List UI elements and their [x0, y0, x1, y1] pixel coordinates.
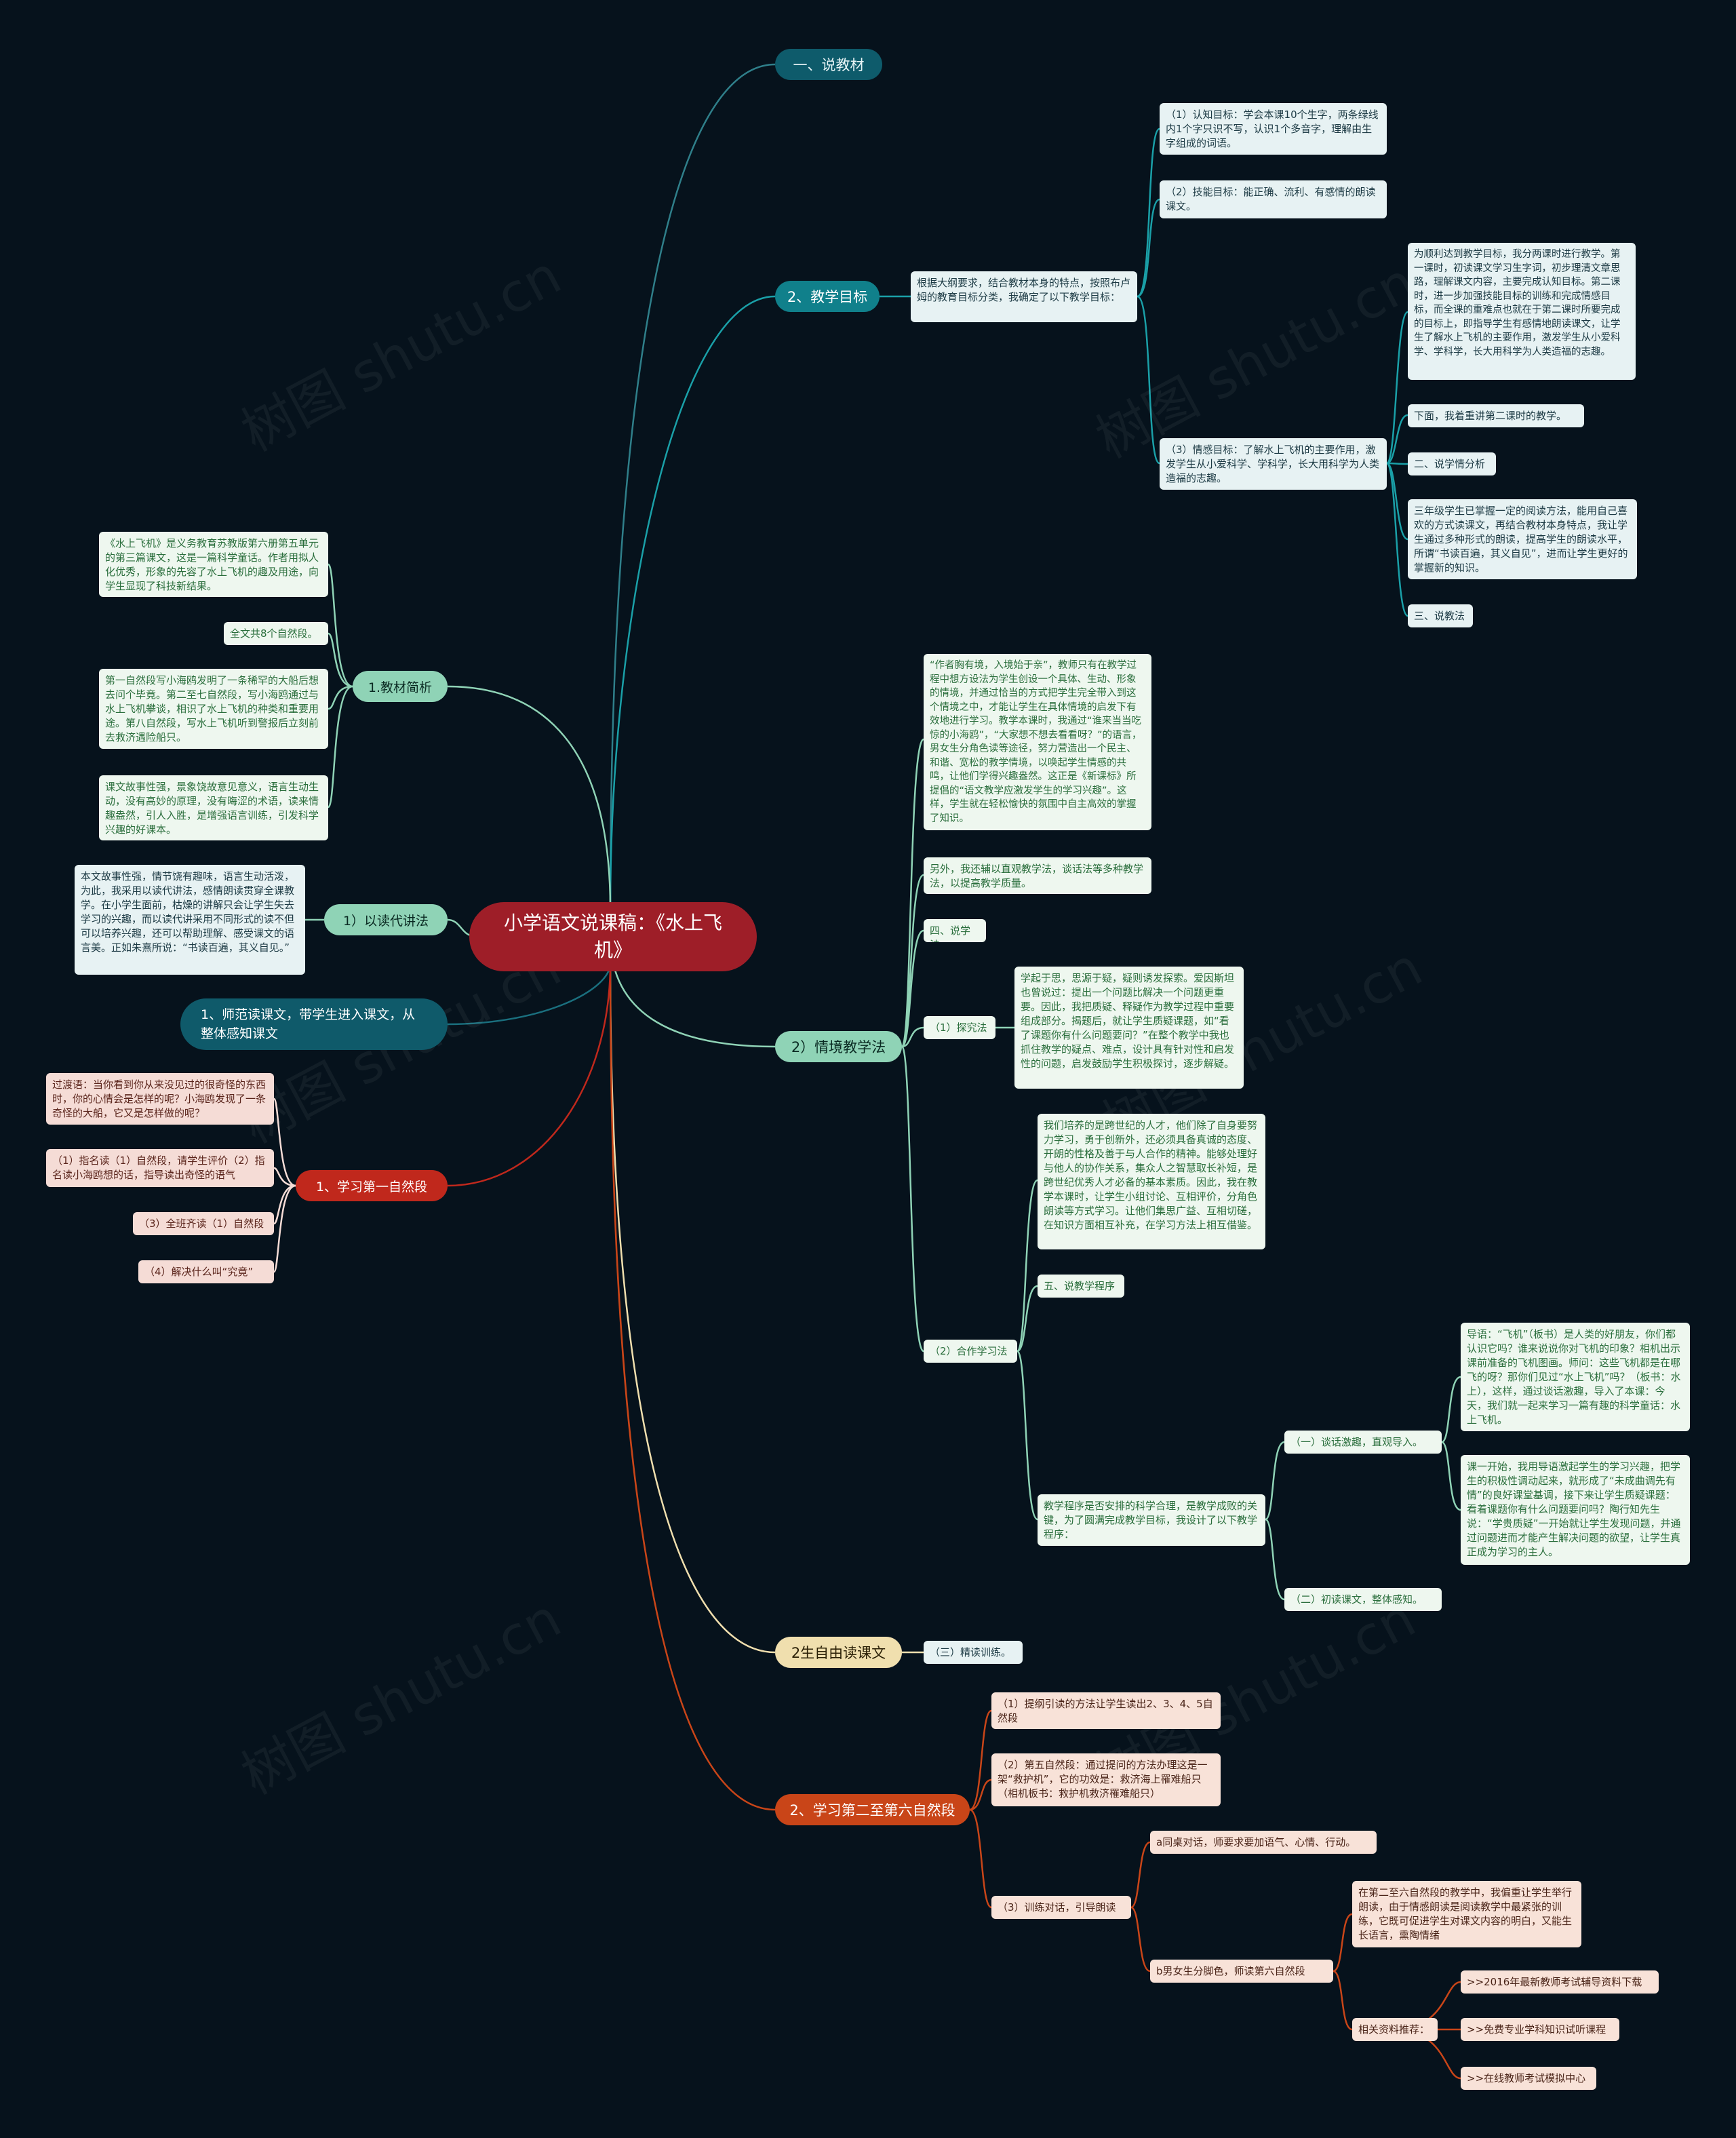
cooperative-method: （2）合作学习法: [924, 1340, 1017, 1363]
branch-model-reading[interactable]: 1、师范读课文，带学生进入课文，从整体感知课文: [180, 998, 448, 1050]
teaching-method-heading: 三、说教法: [1408, 604, 1473, 627]
procedure-step-2: （二）初读课文，整体感知。: [1284, 1588, 1442, 1611]
goal-cognitive: （1）认知目标：学会本课10个生字，两条绿线内1个字只识不写，认识1个多音字，理…: [1160, 103, 1387, 155]
other-methods-text: 另外，我还辅以直观教学法，谈话法等多种教学法，以提高教学质量。: [924, 857, 1151, 894]
material-analysis-2: 全文共8个自然段。: [224, 622, 328, 645]
goals-intro: 根据大纲要求，结合教材本身的特点，按照布卢姆的教育目标分类，我确定了以下教学目标…: [911, 271, 1137, 322]
first-paragraph-step-1-2: （1）指名读（1）自然段，请学生评价（2）指名读小海鸥想的话，指导读出奇怪的语气: [46, 1149, 274, 1187]
branch-read-instead-of-lecture[interactable]: 1）以读代讲法: [324, 904, 448, 935]
inquiry-method-text: 学起于思，思源于疑，疑则诱发探索。爱因斯坦也曾说过：提出一个问题比解决一个问题更…: [1014, 967, 1244, 1089]
branch-paragraphs-2-6[interactable]: 2、学习第二至第六自然段: [775, 1794, 970, 1825]
branch-first-paragraph[interactable]: 1、学习第一自然段: [296, 1170, 448, 1201]
related-resources: 相关资料推荐：: [1352, 2018, 1438, 2041]
teaching-procedure-text: 教学程序是否安排的科学合理，是教学成败的关键，为了圆满完成教学目标，我设计了以下…: [1038, 1494, 1265, 1546]
root-topic[interactable]: 小学语文说课稿：《水上飞机》: [469, 902, 757, 971]
intensive-reading: （三）精读训练。: [924, 1641, 1023, 1664]
situational-method-text: “作者胸有境，入境始于亲”，教师只有在教学过程中想方设法为学生创设一个具体、生动…: [924, 654, 1151, 830]
learning-analysis-text: 三年级学生已掌握一定的阅读方法，能用自己喜欢的方式读课文，再结合教材本身特点，我…: [1408, 499, 1637, 579]
first-paragraph-step-3: （3）全班齐读（1）自然段: [133, 1212, 274, 1235]
branch-situational-method[interactable]: 2）情境教学法: [775, 1031, 902, 1062]
procedure-step-1: （一）谈话激趣，直观导入。: [1284, 1431, 1442, 1454]
resource-link-2[interactable]: >>免费专业学科知识试听课程: [1461, 2018, 1619, 2041]
branch-material-analysis[interactable]: 1.教材简析: [353, 671, 448, 702]
branch-free-reading[interactable]: 2生自由读课文: [775, 1637, 902, 1668]
first-paragraph-transition: 过渡语：当你看到你从来没见过的很奇怪的东西时，你的心情会是怎样的呢？小海鸥发现了…: [46, 1073, 274, 1125]
outline-reading: （1）提纲引读的方法让学生读出2、3、4、5自然段: [991, 1692, 1221, 1729]
learning-method-heading: 四、说学法: [924, 919, 986, 942]
role-reading: b男女生分脚色，师读第六自然段: [1150, 1960, 1333, 1983]
resource-link-1[interactable]: >>2016年最新教师考试辅导资料下载: [1461, 1970, 1659, 1994]
learning-analysis-heading: 二、说学情分析: [1408, 452, 1496, 475]
second-lesson-note: 下面，我着重讲第二课时的教学。: [1408, 404, 1584, 427]
resource-link-3[interactable]: >>在线教师考试模拟中心: [1461, 2067, 1596, 2090]
inquiry-method: （1）探究法: [924, 1016, 995, 1039]
fifth-paragraph: （2）第五自然段：通过提问的方法办理这是一架“救护机”，它的功效是：救济海上罹难…: [991, 1753, 1221, 1806]
reading-emphasis-text: 在第二至六自然段的教学中，我偏重让学生举行朗读，由于情感朗读是阅读教学中最紧张的…: [1352, 1881, 1581, 1947]
material-analysis-4: 课文故事性强，景象饶故意见意义，语言生动生动，没有高妙的原理，没有晦涩的术语，读…: [99, 775, 328, 840]
read-method-text: 本文故事性强，情节饶有趣味，语言生动活泼，为此，我采用以读代讲法，感情朗读贯穿全…: [75, 865, 305, 975]
material-analysis-3: 第一自然段写小海鸥发明了一条稀罕的大船后想去问个毕竟。第二至七自然段，写小海鸥通…: [99, 669, 328, 749]
cooperative-method-text: 我们培养的是跨世纪的人才，他们除了自身要努力学习，勇于创新外，还必须具备真诚的态…: [1038, 1114, 1265, 1249]
branch-teaching-goals[interactable]: 2、教学目标: [775, 281, 880, 312]
lesson-plan-note: 为顺利达到教学目标，我分两课时进行教学。第一课时，初读课文学习生字词，初步理清文…: [1408, 243, 1636, 380]
goal-emotion: （3）情感目标：了解水上飞机的主要作用，激发学生从小爱科学、学科学，长大用科学为…: [1160, 438, 1387, 490]
branch-teaching-material[interactable]: 一、说教材: [775, 49, 882, 80]
goal-skill: （2）技能目标：能正确、流利、有感情的朗读课文。: [1160, 180, 1387, 218]
procedure-step-1-reflection: 课一开始，我用导语激起学生的学习兴趣，把学生的积极性调动起来，就形成了“未成曲调…: [1461, 1455, 1690, 1565]
material-analysis-1: 《水上飞机》是义务教育苏教版第六册第五单元的第三篇课文，这是一篇科学童话。作者用…: [99, 532, 328, 597]
desk-mate-dialogue: a同桌对话，师要求要加语气、心情、行动。: [1150, 1831, 1377, 1854]
procedure-step-1-intro: 导语：“飞机”（板书）是人类的好朋友，你们都认识它吗？谁来说说你对飞机的印象？相…: [1461, 1323, 1690, 1431]
dialogue-training: （3）训练对话，引导朗读: [991, 1896, 1131, 1919]
teaching-procedure-heading: 五、说教学程序: [1038, 1275, 1124, 1298]
first-paragraph-step-4: （4）解决什么叫“究竟”: [138, 1260, 274, 1283]
